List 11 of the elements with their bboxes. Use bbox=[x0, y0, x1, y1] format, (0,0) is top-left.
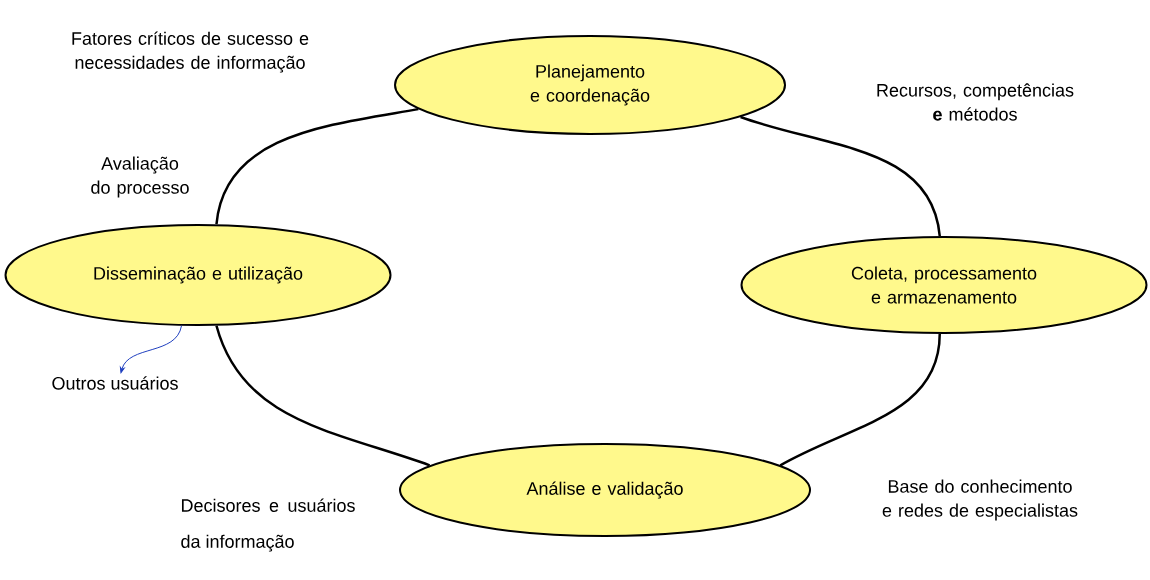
text-label: Fatores críticos de sucesso e necessidades de informação bbox=[72, 31, 309, 73]
text-label: Avaliação do processo bbox=[91, 156, 189, 198]
ring-connector bbox=[215, 107, 419, 225]
ring-connector bbox=[740, 115, 941, 237]
text-label: Recursos, competências e métodos bbox=[877, 83, 1074, 121]
text-label: Base do conhecimento e redes de especialistas bbox=[882, 479, 1078, 521]
text-label: Outros usuários bbox=[52, 376, 178, 390]
text-label: Decisores e usuários da informação bbox=[181, 498, 355, 552]
arrow bbox=[119, 325, 182, 374]
ring-connector bbox=[215, 325, 431, 467]
ring-connector bbox=[779, 333, 941, 467]
